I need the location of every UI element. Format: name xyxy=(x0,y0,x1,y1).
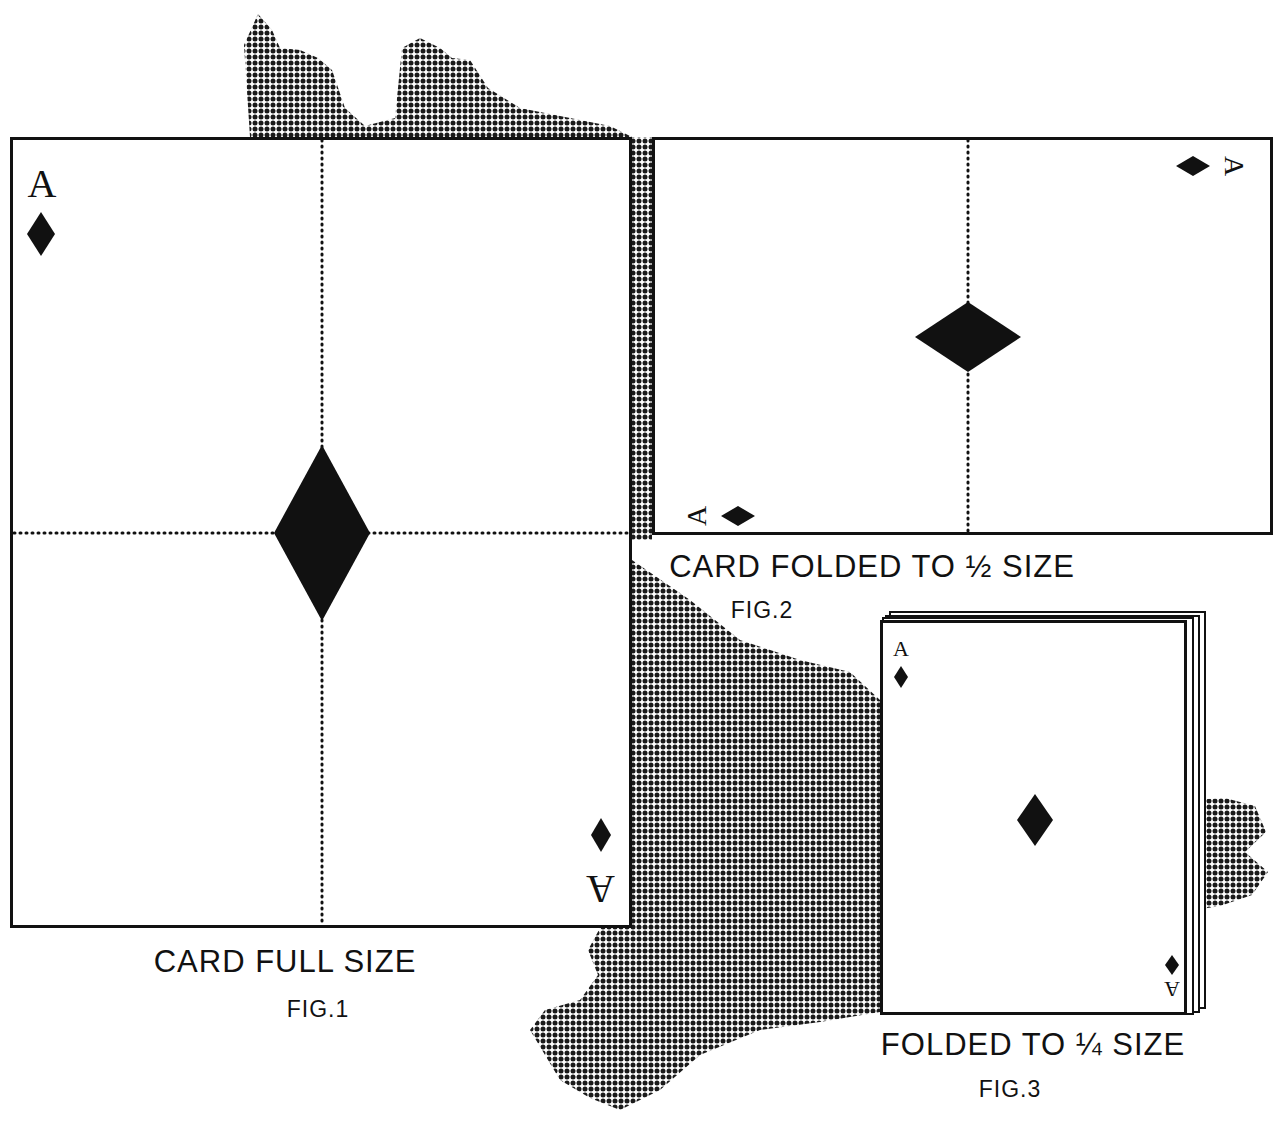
playing-card: AA xyxy=(10,137,632,928)
figure-caption: FOLDED TO ¼ SIZE xyxy=(881,1028,1185,1062)
diamond-pip xyxy=(894,666,908,688)
playing-card: AA xyxy=(652,137,1273,535)
card-index: A xyxy=(683,506,711,526)
card-face xyxy=(652,137,1273,535)
diamond-pip xyxy=(721,506,755,526)
card-face xyxy=(880,620,1187,1015)
card-index: A xyxy=(1220,156,1248,176)
figure-number: FIG.2 xyxy=(731,598,794,623)
card-index: A xyxy=(28,164,57,204)
diamond-pip xyxy=(915,302,1021,372)
diamond-pip xyxy=(1017,794,1053,846)
figure-number: FIG.3 xyxy=(979,1077,1042,1102)
card-index: A xyxy=(586,869,615,909)
diamond-pip xyxy=(1165,955,1179,975)
card-index: A xyxy=(893,638,909,660)
diamond-pip xyxy=(274,445,370,621)
card-index: A xyxy=(1164,978,1180,1000)
card-face xyxy=(10,137,632,928)
diamond-pip xyxy=(591,818,611,852)
figure-caption: CARD FULL SIZE xyxy=(154,945,417,979)
playing-card: AA xyxy=(880,620,1187,1015)
figure-caption: CARD FOLDED TO ½ SIZE xyxy=(669,550,1075,584)
figure-number: FIG.1 xyxy=(287,997,350,1022)
diamond-pip xyxy=(1176,156,1210,176)
diamond-pip xyxy=(27,212,55,256)
